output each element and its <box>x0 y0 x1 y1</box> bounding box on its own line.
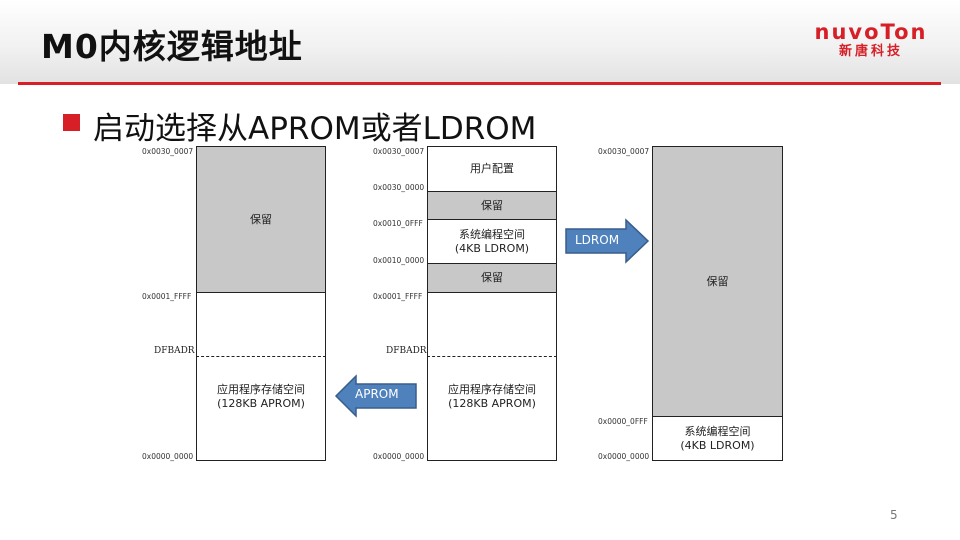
mid-reserved-segment-2: 保留 <box>428 263 556 292</box>
right-ldrom-segment: 系统编程空间 (4KB LDROM) <box>653 416 782 460</box>
nuvoton-logo: nuvoTon 新唐科技 <box>806 20 936 64</box>
slide-title: M0内核逻辑地址 <box>41 27 303 66</box>
right-ldrom-label-1: 系统编程空间 <box>684 425 751 438</box>
aprom-arrow-label: APROM <box>355 387 399 401</box>
mid-dfbadr-label: DFBADR <box>386 346 427 356</box>
page-number: 5 <box>890 508 898 522</box>
right-addr-top: 0x0030_0007 <box>598 147 650 156</box>
title-divider <box>18 82 941 85</box>
left-aprom-segment: 应用程序存储空间 (128KB APROM) <box>197 292 325 460</box>
bullet-marker <box>63 114 80 131</box>
ldrom-arrow <box>565 218 650 264</box>
logo-wordmark: nuvoTon <box>814 20 928 44</box>
mid-ldrom-segment: 系统编程空间 (4KB LDROM) <box>428 219 556 263</box>
logo-subtext: 新唐科技 <box>838 44 903 59</box>
mid-ldrom-label-1: 系统编程空间 <box>459 228 525 241</box>
left-reserved-segment: 保留 <box>197 147 325 292</box>
ldrom-arrow-label: LDROM <box>575 233 620 247</box>
mid-aprom-label-2: (128KB APROM) <box>448 397 536 410</box>
mid-addr-2: 0x0030_0000 <box>373 183 425 192</box>
mid-addr-4: 0x0010_0000 <box>373 256 425 265</box>
left-dfbadr-label: DFBADR <box>154 346 195 356</box>
bullet-text: 启动选择从APROM或者LDROM <box>93 111 537 147</box>
left-reserved-label: 保留 <box>250 213 272 226</box>
mid-addr-5: 0x0001_FFFF <box>373 292 423 301</box>
right-reserved-segment: 保留 <box>653 147 782 416</box>
mid-addr-3: 0x0010_0FFF <box>373 219 423 228</box>
mid-reserved-segment-1: 保留 <box>428 191 556 219</box>
left-addr-mid: 0x0001_FFFF <box>142 292 192 301</box>
left-aprom-label-1: 应用程序存储空间 <box>217 383 305 396</box>
mid-reserved-label-1: 保留 <box>481 199 503 212</box>
mid-user-config-segment: 用户配置 <box>428 147 556 191</box>
mid-user-config-label: 用户配置 <box>470 162 514 175</box>
ldrom-arrow-shape <box>565 218 650 264</box>
right-addr-mid: 0x0000_0FFF <box>598 417 648 426</box>
header-background <box>0 0 960 84</box>
aprom-arrow <box>334 374 417 418</box>
mid-aprom-label-1: 应用程序存储空间 <box>448 383 536 396</box>
right-memory-block: 保留 系统编程空间 (4KB LDROM) <box>652 146 783 461</box>
right-ldrom-label-2: (4KB LDROM) <box>680 439 755 452</box>
left-addr-top: 0x0030_0007 <box>142 147 194 156</box>
middle-memory-block: 用户配置 保留 系统编程空间 (4KB LDROM) 保留 应用程序存储空间 (… <box>427 146 557 461</box>
left-dfbadr-dash <box>196 356 326 357</box>
mid-addr-1: 0x0030_0007 <box>373 147 425 156</box>
right-addr-bottom: 0x0000_0000 <box>598 452 650 461</box>
mid-ldrom-label-2: (4KB LDROM) <box>454 242 530 255</box>
left-memory-block: 保留 应用程序存储空间 (128KB APROM) <box>196 146 326 461</box>
left-addr-bottom: 0x0000_0000 <box>142 452 194 461</box>
mid-dfbadr-dash <box>427 356 557 357</box>
mid-reserved-label-2: 保留 <box>481 271 503 284</box>
right-reserved-label: 保留 <box>706 275 729 288</box>
mid-aprom-segment: 应用程序存储空间 (128KB APROM) <box>428 292 556 460</box>
aprom-arrow-shape <box>334 374 417 418</box>
left-aprom-label-2: (128KB APROM) <box>217 397 305 410</box>
mid-addr-6: 0x0000_0000 <box>373 452 425 461</box>
